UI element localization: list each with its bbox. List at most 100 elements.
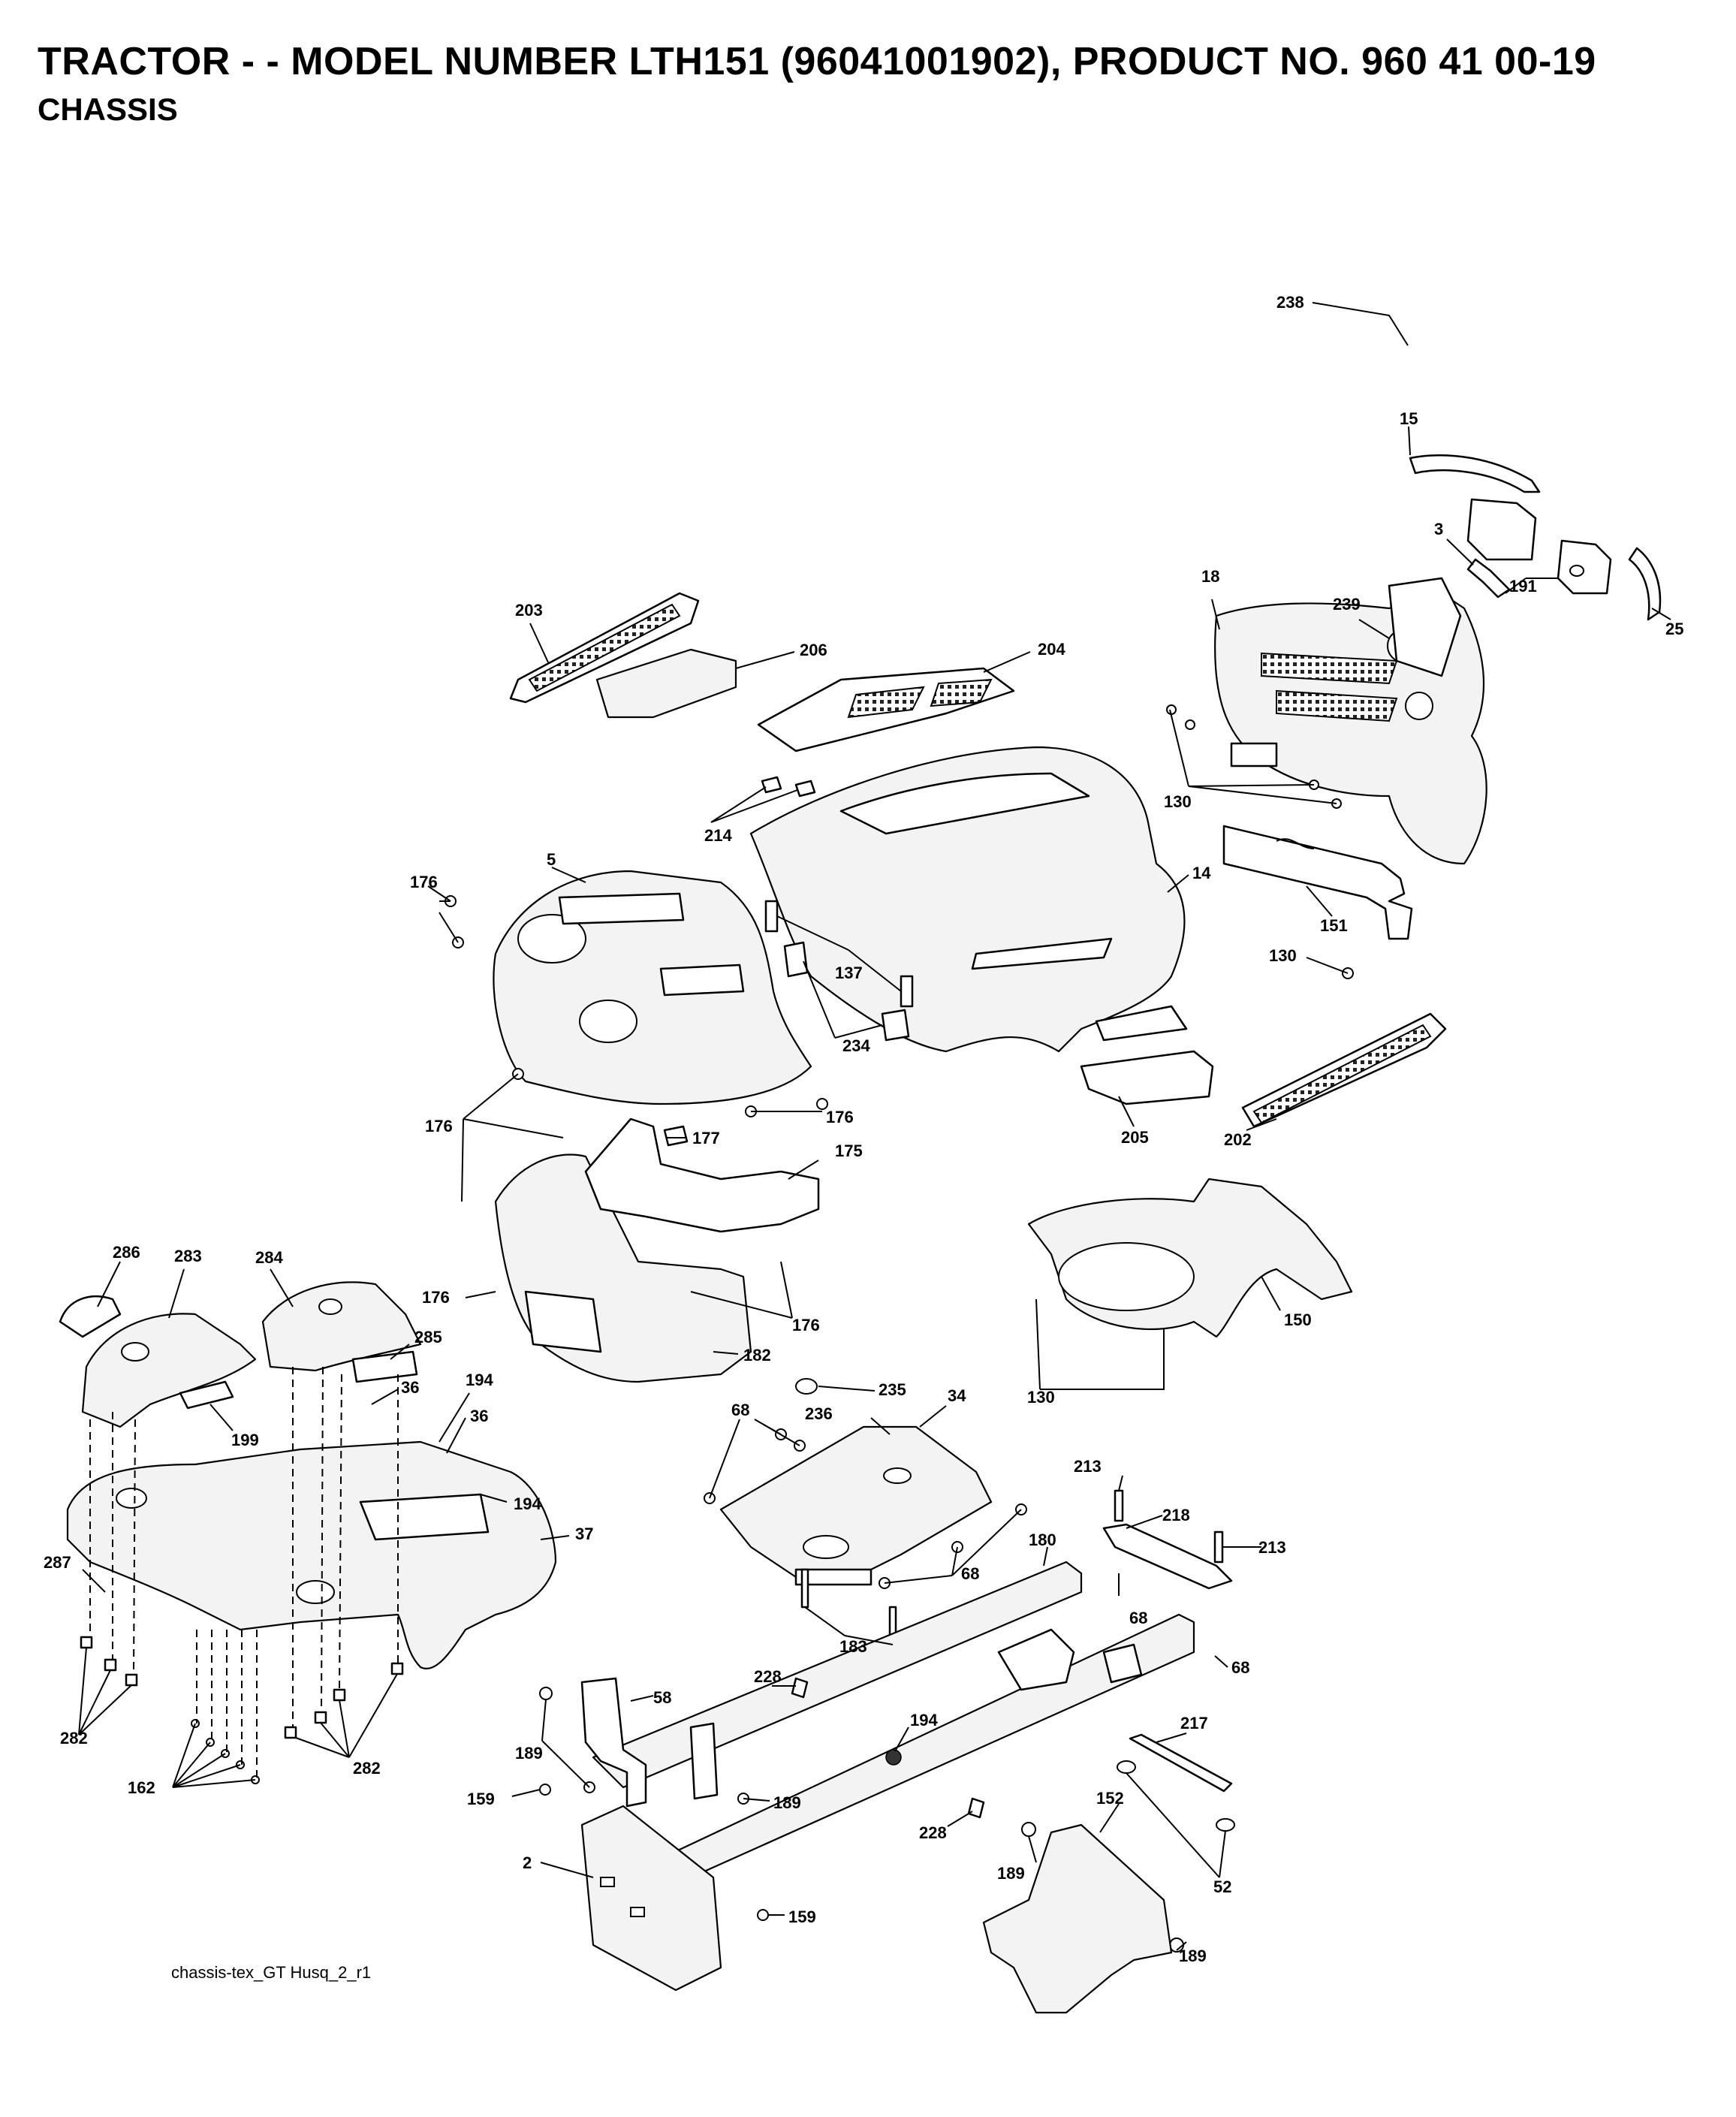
callout-235[interactable]: 235 — [879, 1380, 906, 1399]
grille-insert-206 — [595, 648, 737, 719]
diagram-title: TRACTOR - - MODEL NUMBER LTH151 (9604100… — [38, 40, 1596, 83]
nut-194 — [885, 1749, 902, 1766]
callout-130-mid[interactable]: 130 — [1269, 946, 1297, 965]
callout-68-d[interactable]: 68 — [1231, 1658, 1249, 1677]
cover-152 — [982, 1823, 1173, 2014]
dash-tower-182 — [494, 1153, 752, 1383]
callout-176-b[interactable]: 176 — [826, 1108, 854, 1126]
callout-218[interactable]: 218 — [1162, 1506, 1190, 1524]
trim-piece-25 — [1628, 547, 1662, 621]
callout-199[interactable]: 199 — [231, 1431, 259, 1449]
callout-25[interactable]: 25 — [1665, 620, 1683, 638]
callout-213-a[interactable]: 213 — [1074, 1457, 1102, 1476]
callout-194-b[interactable]: 194 — [514, 1494, 541, 1513]
callout-282-a[interactable]: 282 — [60, 1729, 88, 1748]
callout-285[interactable]: 285 — [414, 1328, 442, 1346]
frame-180 — [592, 1561, 1195, 1879]
callout-191[interactable]: 191 — [1509, 577, 1537, 596]
callout-284[interactable]: 284 — [255, 1248, 283, 1267]
callout-176-c[interactable]: 176 — [425, 1117, 453, 1135]
callout-189-c[interactable]: 189 — [997, 1864, 1025, 1883]
plate-34 — [719, 1425, 993, 1586]
grille-housing-18 — [1213, 577, 1487, 865]
callout-162[interactable]: 162 — [128, 1778, 155, 1797]
callout-137[interactable]: 137 — [835, 964, 863, 982]
callout-68-c[interactable]: 68 — [1129, 1609, 1147, 1627]
callout-175[interactable]: 175 — [835, 1141, 863, 1160]
callout-204[interactable]: 204 — [1038, 640, 1065, 659]
callout-labels: 15 3 191 25 238 18 239 203 206 204 214 1… — [44, 293, 1683, 1965]
callout-2[interactable]: 2 — [523, 1853, 532, 1872]
callout-14[interactable]: 14 — [1192, 864, 1211, 882]
leader-lines — [78, 302, 1671, 1951]
switch-177 — [663, 1125, 689, 1147]
callout-202[interactable]: 202 — [1224, 1130, 1252, 1149]
callout-180[interactable]: 180 — [1029, 1530, 1056, 1549]
callout-18[interactable]: 18 — [1201, 567, 1219, 586]
bushing-235 — [795, 1378, 818, 1395]
dashed-alignment-lines — [89, 1366, 399, 1780]
callout-68-a[interactable]: 68 — [731, 1401, 749, 1419]
callout-37[interactable]: 37 — [575, 1524, 593, 1543]
callout-130-bottom[interactable]: 130 — [1027, 1388, 1055, 1407]
callout-228-a[interactable]: 228 — [754, 1667, 782, 1686]
bolts-213 — [1114, 1489, 1224, 1564]
callout-238[interactable]: 238 — [1276, 293, 1304, 312]
callout-58[interactable]: 58 — [653, 1688, 671, 1707]
callout-159-b[interactable]: 159 — [788, 1907, 816, 1926]
callout-176-a[interactable]: 176 — [410, 873, 438, 891]
callout-236[interactable]: 236 — [805, 1404, 833, 1423]
callout-203[interactable]: 203 — [515, 601, 543, 620]
fender-37 — [66, 1440, 557, 1669]
seal-285 — [351, 1350, 418, 1383]
callout-213-b[interactable]: 213 — [1258, 1538, 1286, 1557]
callout-286[interactable]: 286 — [113, 1243, 140, 1262]
callout-287[interactable]: 287 — [44, 1553, 71, 1572]
callout-217[interactable]: 217 — [1180, 1714, 1208, 1733]
callout-183[interactable]: 183 — [839, 1637, 867, 1656]
callout-205[interactable]: 205 — [1121, 1128, 1149, 1147]
callout-189-a[interactable]: 189 — [515, 1744, 543, 1763]
callout-159-a[interactable]: 159 — [467, 1790, 495, 1808]
callout-282-b[interactable]: 282 — [353, 1759, 381, 1778]
callout-228-b[interactable]: 228 — [919, 1823, 947, 1842]
hood-main — [749, 746, 1188, 1053]
callout-151[interactable]: 151 — [1320, 916, 1348, 935]
bracket-58 — [580, 1677, 719, 1808]
callout-68-b[interactable]: 68 — [961, 1564, 979, 1583]
callout-206[interactable]: 206 — [800, 641, 827, 659]
callout-283[interactable]: 283 — [174, 1247, 202, 1265]
callout-239[interactable]: 239 — [1333, 595, 1361, 614]
callout-15[interactable]: 15 — [1400, 409, 1418, 428]
dash-bracket-175 — [584, 1117, 820, 1233]
callout-130-top[interactable]: 130 — [1164, 792, 1192, 811]
callout-3[interactable]: 3 — [1434, 520, 1443, 538]
callout-189-b[interactable]: 189 — [773, 1793, 801, 1812]
fender-cover-284 — [261, 1281, 422, 1372]
callout-34[interactable]: 34 — [948, 1386, 966, 1405]
callout-234[interactable]: 234 — [842, 1036, 870, 1055]
callout-36-a[interactable]: 36 — [401, 1378, 419, 1397]
callout-152[interactable]: 152 — [1096, 1789, 1124, 1808]
pad-234 — [783, 941, 910, 1042]
hood-top-vent-204 — [757, 667, 1015, 752]
callout-182[interactable]: 182 — [743, 1346, 771, 1365]
dash-panel-5 — [493, 870, 812, 1105]
callout-177[interactable]: 177 — [692, 1129, 720, 1147]
callout-150[interactable]: 150 — [1284, 1310, 1312, 1329]
callout-214[interactable]: 214 — [704, 826, 732, 845]
drawing-reference: chassis-tex_GT Husq_2_r1 — [171, 1963, 372, 1982]
hood-lower-trim-205 — [1080, 1050, 1214, 1105]
knob-286 — [59, 1295, 122, 1338]
side-grille-202 — [1241, 1012, 1447, 1128]
callout-194-a[interactable]: 194 — [466, 1371, 493, 1389]
bolts-228 — [791, 1677, 985, 1819]
callout-5[interactable]: 5 — [547, 850, 556, 869]
callout-189-d[interactable]: 189 — [1179, 1947, 1207, 1965]
callout-176-d[interactable]: 176 — [422, 1288, 450, 1307]
callout-176-e[interactable]: 176 — [792, 1316, 820, 1334]
callout-52[interactable]: 52 — [1213, 1877, 1231, 1896]
callout-194-c[interactable]: 194 — [910, 1711, 938, 1729]
callout-36-b[interactable]: 36 — [470, 1407, 488, 1425]
